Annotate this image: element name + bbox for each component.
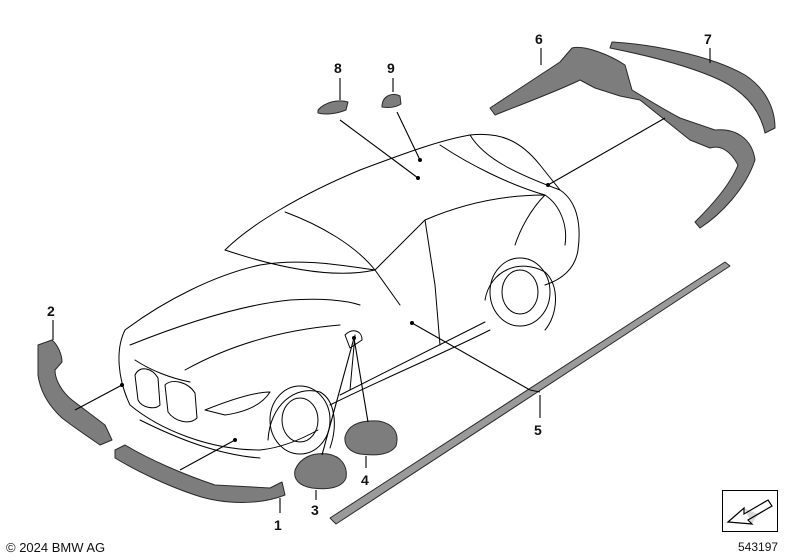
mirror-cap-3-part	[294, 453, 347, 490]
callout-5: 5	[534, 422, 542, 438]
copyright-text: © 2024 BMW AG	[6, 540, 106, 555]
diagram-number: 543197	[738, 540, 779, 554]
callout-2: 2	[47, 303, 55, 319]
callout-8: 8	[334, 60, 342, 76]
front-side-flap-part	[37, 339, 113, 446]
callout-4: 4	[361, 472, 369, 488]
mirror-cap-4-part	[344, 420, 398, 456]
callout-7: 7	[704, 31, 712, 47]
front-splitter-part	[114, 444, 286, 503]
car-outline	[118, 133, 580, 459]
leader-lines	[52, 48, 711, 513]
callout-6: 6	[535, 31, 543, 47]
rear-spoiler-part	[609, 41, 776, 134]
side-skirt-part	[329, 261, 731, 525]
callout-3: 3	[311, 502, 319, 518]
callout-1: 1	[274, 517, 282, 533]
rear-diffuser-part	[489, 46, 756, 229]
callout-9: 9	[387, 60, 395, 76]
antenna-cover-9-part	[381, 93, 402, 109]
forward-arrow-icon[interactable]	[722, 490, 778, 532]
antenna-cover-8-part	[317, 100, 349, 115]
